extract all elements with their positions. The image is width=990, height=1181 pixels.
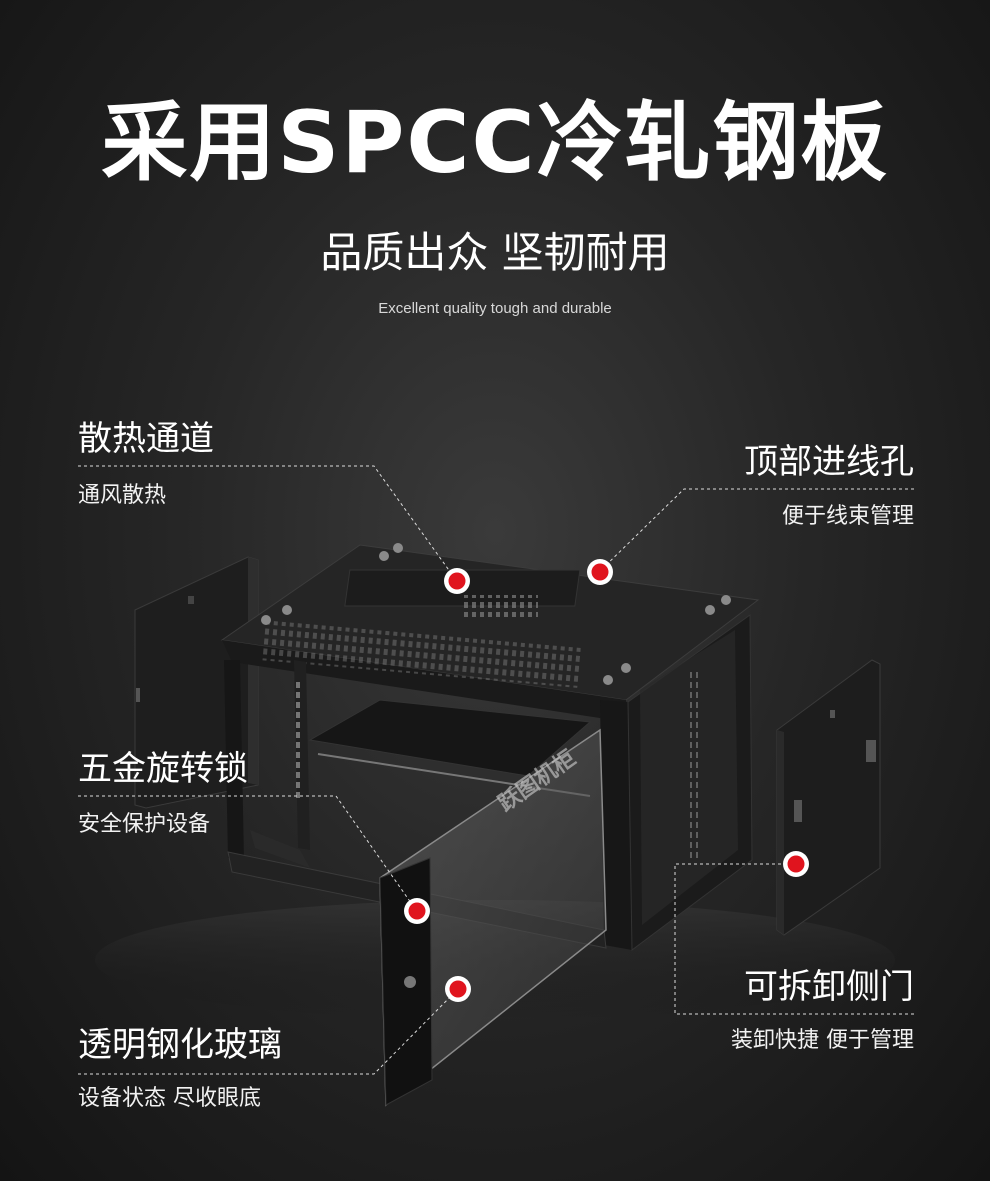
marker-side-door [787,855,805,873]
feature-desc-heat-vent: 通风散热 [78,483,167,508]
marker-top-cable-hole [591,563,609,581]
page-subtitle-english: Excellent quality tough and durable [378,300,612,317]
marker-heat-vent [448,572,466,590]
lock-icon [404,976,416,988]
feature-title-rotary-lock: 五金旋转锁 [78,749,248,789]
page-subtitle: 品质出众 坚韧耐用 [320,228,670,277]
feature-title-side-door: 可拆卸侧门 [744,967,914,1007]
cabinet-body [220,543,760,951]
page-title: 采用SPCC冷轧钢板 [101,93,889,193]
feature-desc-glass: 设备状态 尽收眼底 [78,1086,261,1111]
marker-rotary-lock [408,902,426,920]
feature-desc-top-cable-hole: 便于线束管理 [781,504,914,529]
feature-title-heat-vent: 散热通道 [78,419,214,459]
right-side-door [776,659,881,936]
marker-glass [449,980,467,998]
feature-desc-side-door: 装卸快捷 便于管理 [731,1028,914,1053]
leader-lines [78,465,914,1075]
feature-title-glass: 透明钢化玻璃 [78,1025,282,1065]
feature-title-top-cable-hole: 顶部进线孔 [744,442,914,482]
feature-desc-rotary-lock: 安全保护设备 [78,812,211,837]
feature-markers [404,559,809,1002]
